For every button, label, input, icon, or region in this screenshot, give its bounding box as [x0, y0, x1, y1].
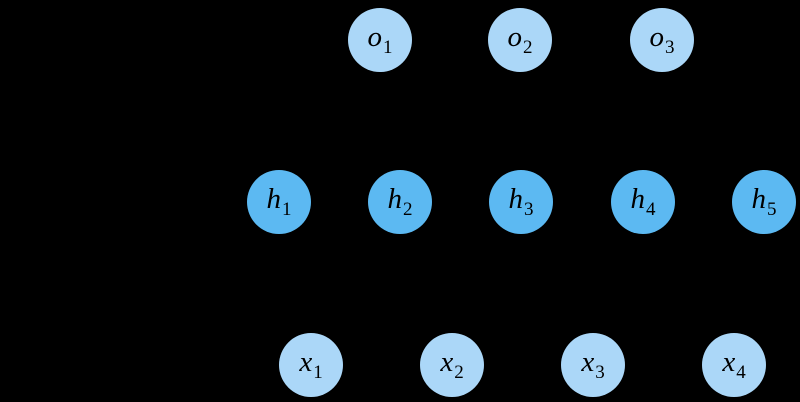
node-h4: h4 — [611, 170, 675, 234]
node-h2-label: h2 — [387, 183, 413, 220]
node-h3: h3 — [489, 170, 553, 234]
node-x1: x1 — [279, 333, 343, 397]
node-x2: x2 — [420, 333, 484, 397]
node-o2-label: o2 — [507, 21, 533, 58]
node-h5: h5 — [732, 170, 796, 234]
node-x2-label: x2 — [440, 346, 464, 383]
node-x3: x3 — [561, 333, 625, 397]
node-o1-label: o1 — [367, 21, 393, 58]
node-x4-label: x4 — [722, 346, 746, 383]
node-o1: o1 — [348, 8, 412, 72]
node-x4: x4 — [702, 333, 766, 397]
node-h3-label: h3 — [508, 183, 534, 220]
node-x1-label: x1 — [299, 346, 323, 383]
node-h2: h2 — [368, 170, 432, 234]
node-h1-label: h1 — [266, 183, 292, 220]
node-x3-label: x3 — [581, 346, 605, 383]
node-o3-label: o3 — [649, 21, 675, 58]
node-h1: h1 — [247, 170, 311, 234]
node-h5-label: h5 — [751, 183, 777, 220]
node-o2: o2 — [488, 8, 552, 72]
node-h4-label: h4 — [630, 183, 656, 220]
node-o3: o3 — [630, 8, 694, 72]
